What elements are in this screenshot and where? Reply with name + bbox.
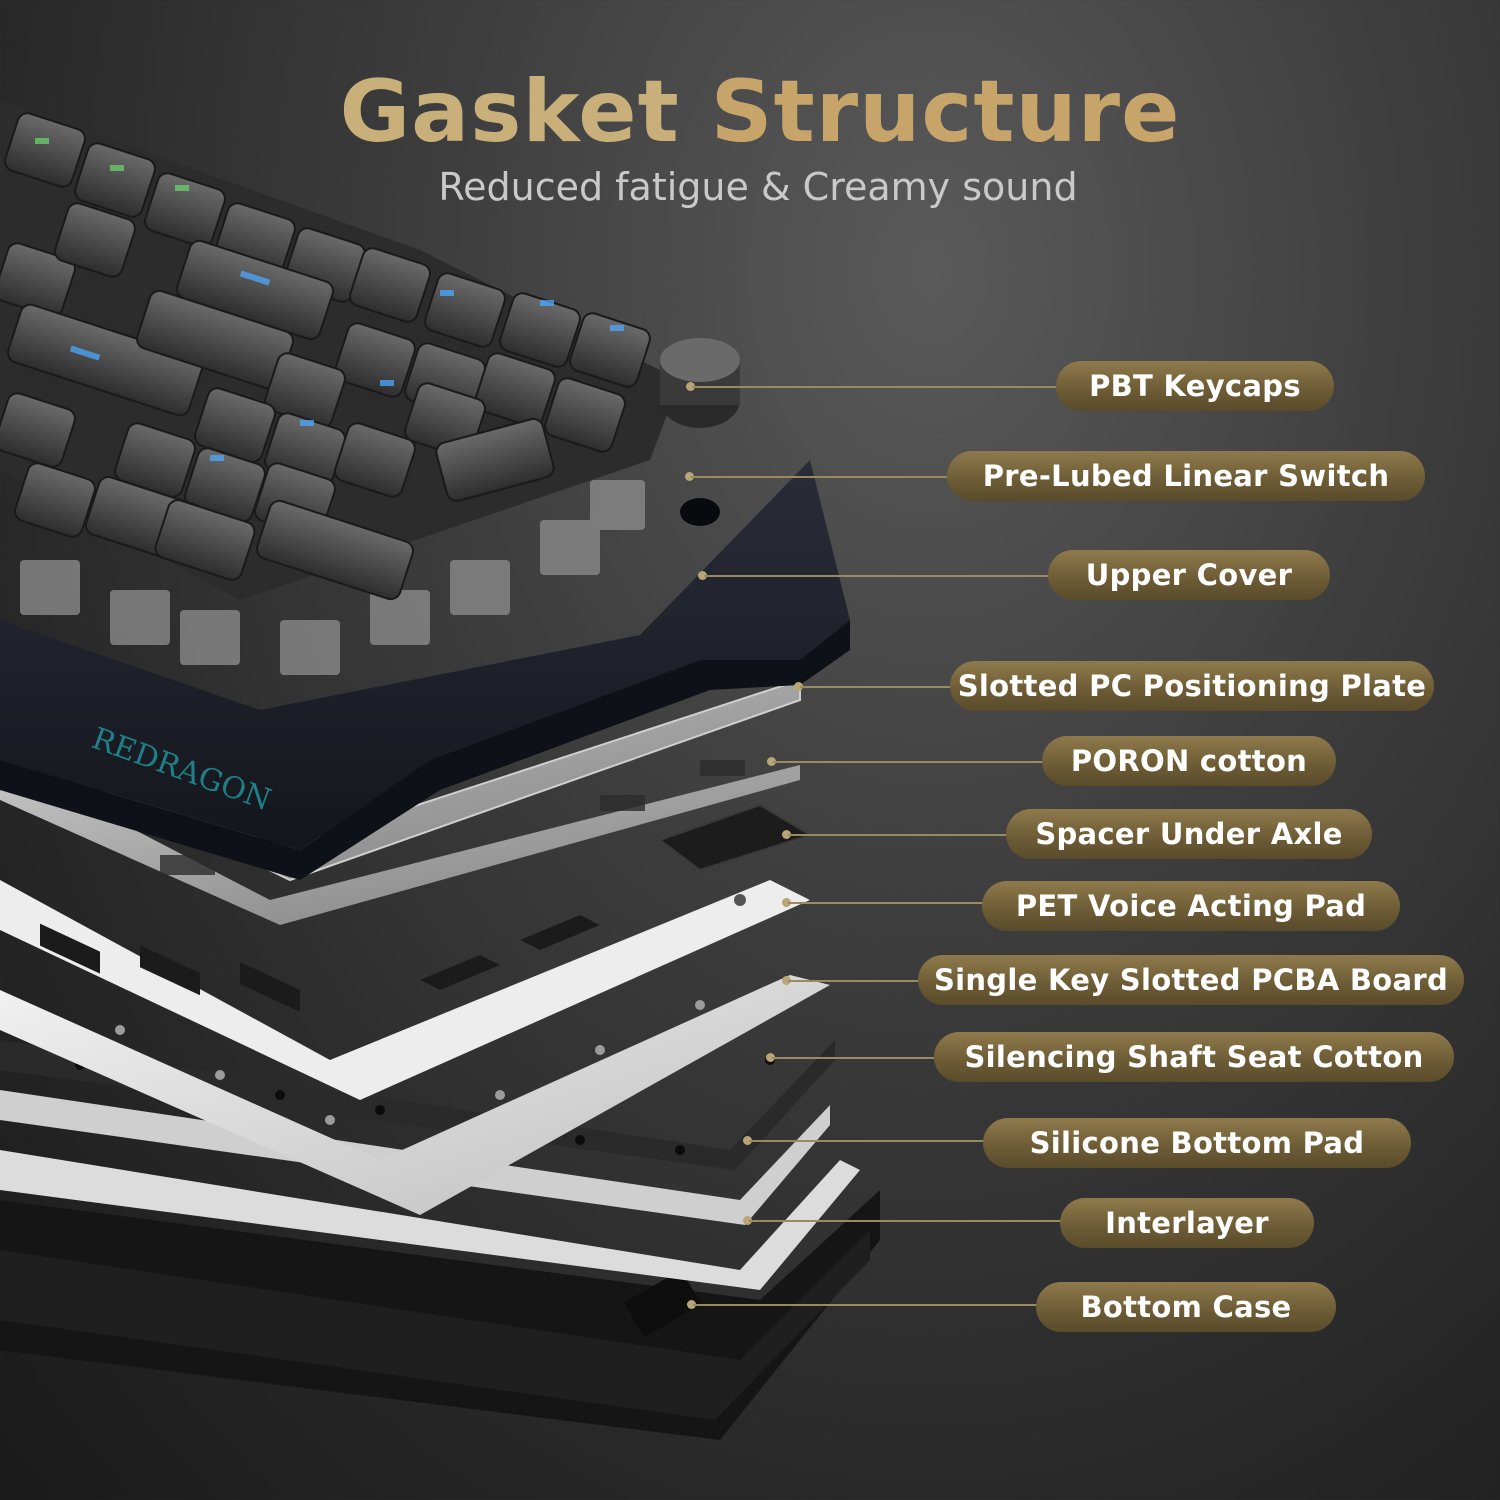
page-subtitle: Reduced fatigue & Creamy sound xyxy=(438,165,1078,209)
label-pet-voice-acting-pad: PET Voice Acting Pad xyxy=(982,881,1400,931)
leader-dot xyxy=(687,1300,696,1309)
leader-dot xyxy=(782,976,791,985)
label-upper-cover: Upper Cover xyxy=(1048,550,1330,600)
label-bottom-case: Bottom Case xyxy=(1036,1282,1336,1332)
label-slotted-pc-positioning-plate: Slotted PC Positioning Plate xyxy=(950,661,1434,711)
title-word-gasket: Gasket xyxy=(339,62,680,162)
leader-dot xyxy=(686,382,695,391)
page-title: Gasket Structure xyxy=(0,62,1500,162)
leader-dot xyxy=(698,571,707,580)
leader-dot xyxy=(782,830,791,839)
leader-line xyxy=(788,902,984,904)
leader-line xyxy=(773,761,1045,763)
leader-dot xyxy=(685,472,694,481)
leader-line xyxy=(704,575,1050,577)
poron-cotton-shape xyxy=(0,760,800,925)
label-poron-cotton: PORON cotton xyxy=(1042,736,1336,786)
leader-line xyxy=(749,1220,1063,1222)
label-pbt-keycaps: PBT Keycaps xyxy=(1056,361,1334,411)
leader-line xyxy=(800,686,952,688)
label-spacer-under-axle: Spacer Under Axle xyxy=(1006,809,1372,859)
knob-shape xyxy=(660,338,740,428)
leader-dot xyxy=(743,1136,752,1145)
bottom-case-shape xyxy=(0,1190,880,1440)
switches-shape xyxy=(20,480,645,675)
leader-line xyxy=(788,980,920,982)
leader-line xyxy=(692,386,1058,388)
leader-dot xyxy=(767,757,776,766)
title-word-structure: Structure xyxy=(710,62,1181,162)
label-pre-lubed-linear-switch: Pre-Lubed Linear Switch xyxy=(947,451,1425,501)
label-silencing-shaft-seat-cotton: Silencing Shaft Seat Cotton xyxy=(934,1032,1454,1082)
leader-dot xyxy=(766,1053,775,1062)
leader-dot xyxy=(794,682,803,691)
keycaps-shape xyxy=(0,100,740,601)
pet-pad-shape xyxy=(0,880,810,1100)
label-silicone-bottom-pad: Silicone Bottom Pad xyxy=(983,1118,1411,1168)
label-interlayer: Interlayer xyxy=(1060,1198,1314,1248)
leader-line xyxy=(691,476,949,478)
leader-line xyxy=(788,834,1008,836)
label-single-key-slotted-pcba-board: Single Key Slotted PCBA Board xyxy=(918,955,1464,1005)
leader-line xyxy=(772,1057,936,1059)
leader-dot xyxy=(782,898,791,907)
leader-line xyxy=(693,1304,1039,1306)
leader-line xyxy=(749,1140,985,1142)
leader-dot xyxy=(743,1216,752,1225)
upper-cover-shape: REDRAGON xyxy=(0,460,850,880)
interlayer-shape xyxy=(0,1150,860,1290)
